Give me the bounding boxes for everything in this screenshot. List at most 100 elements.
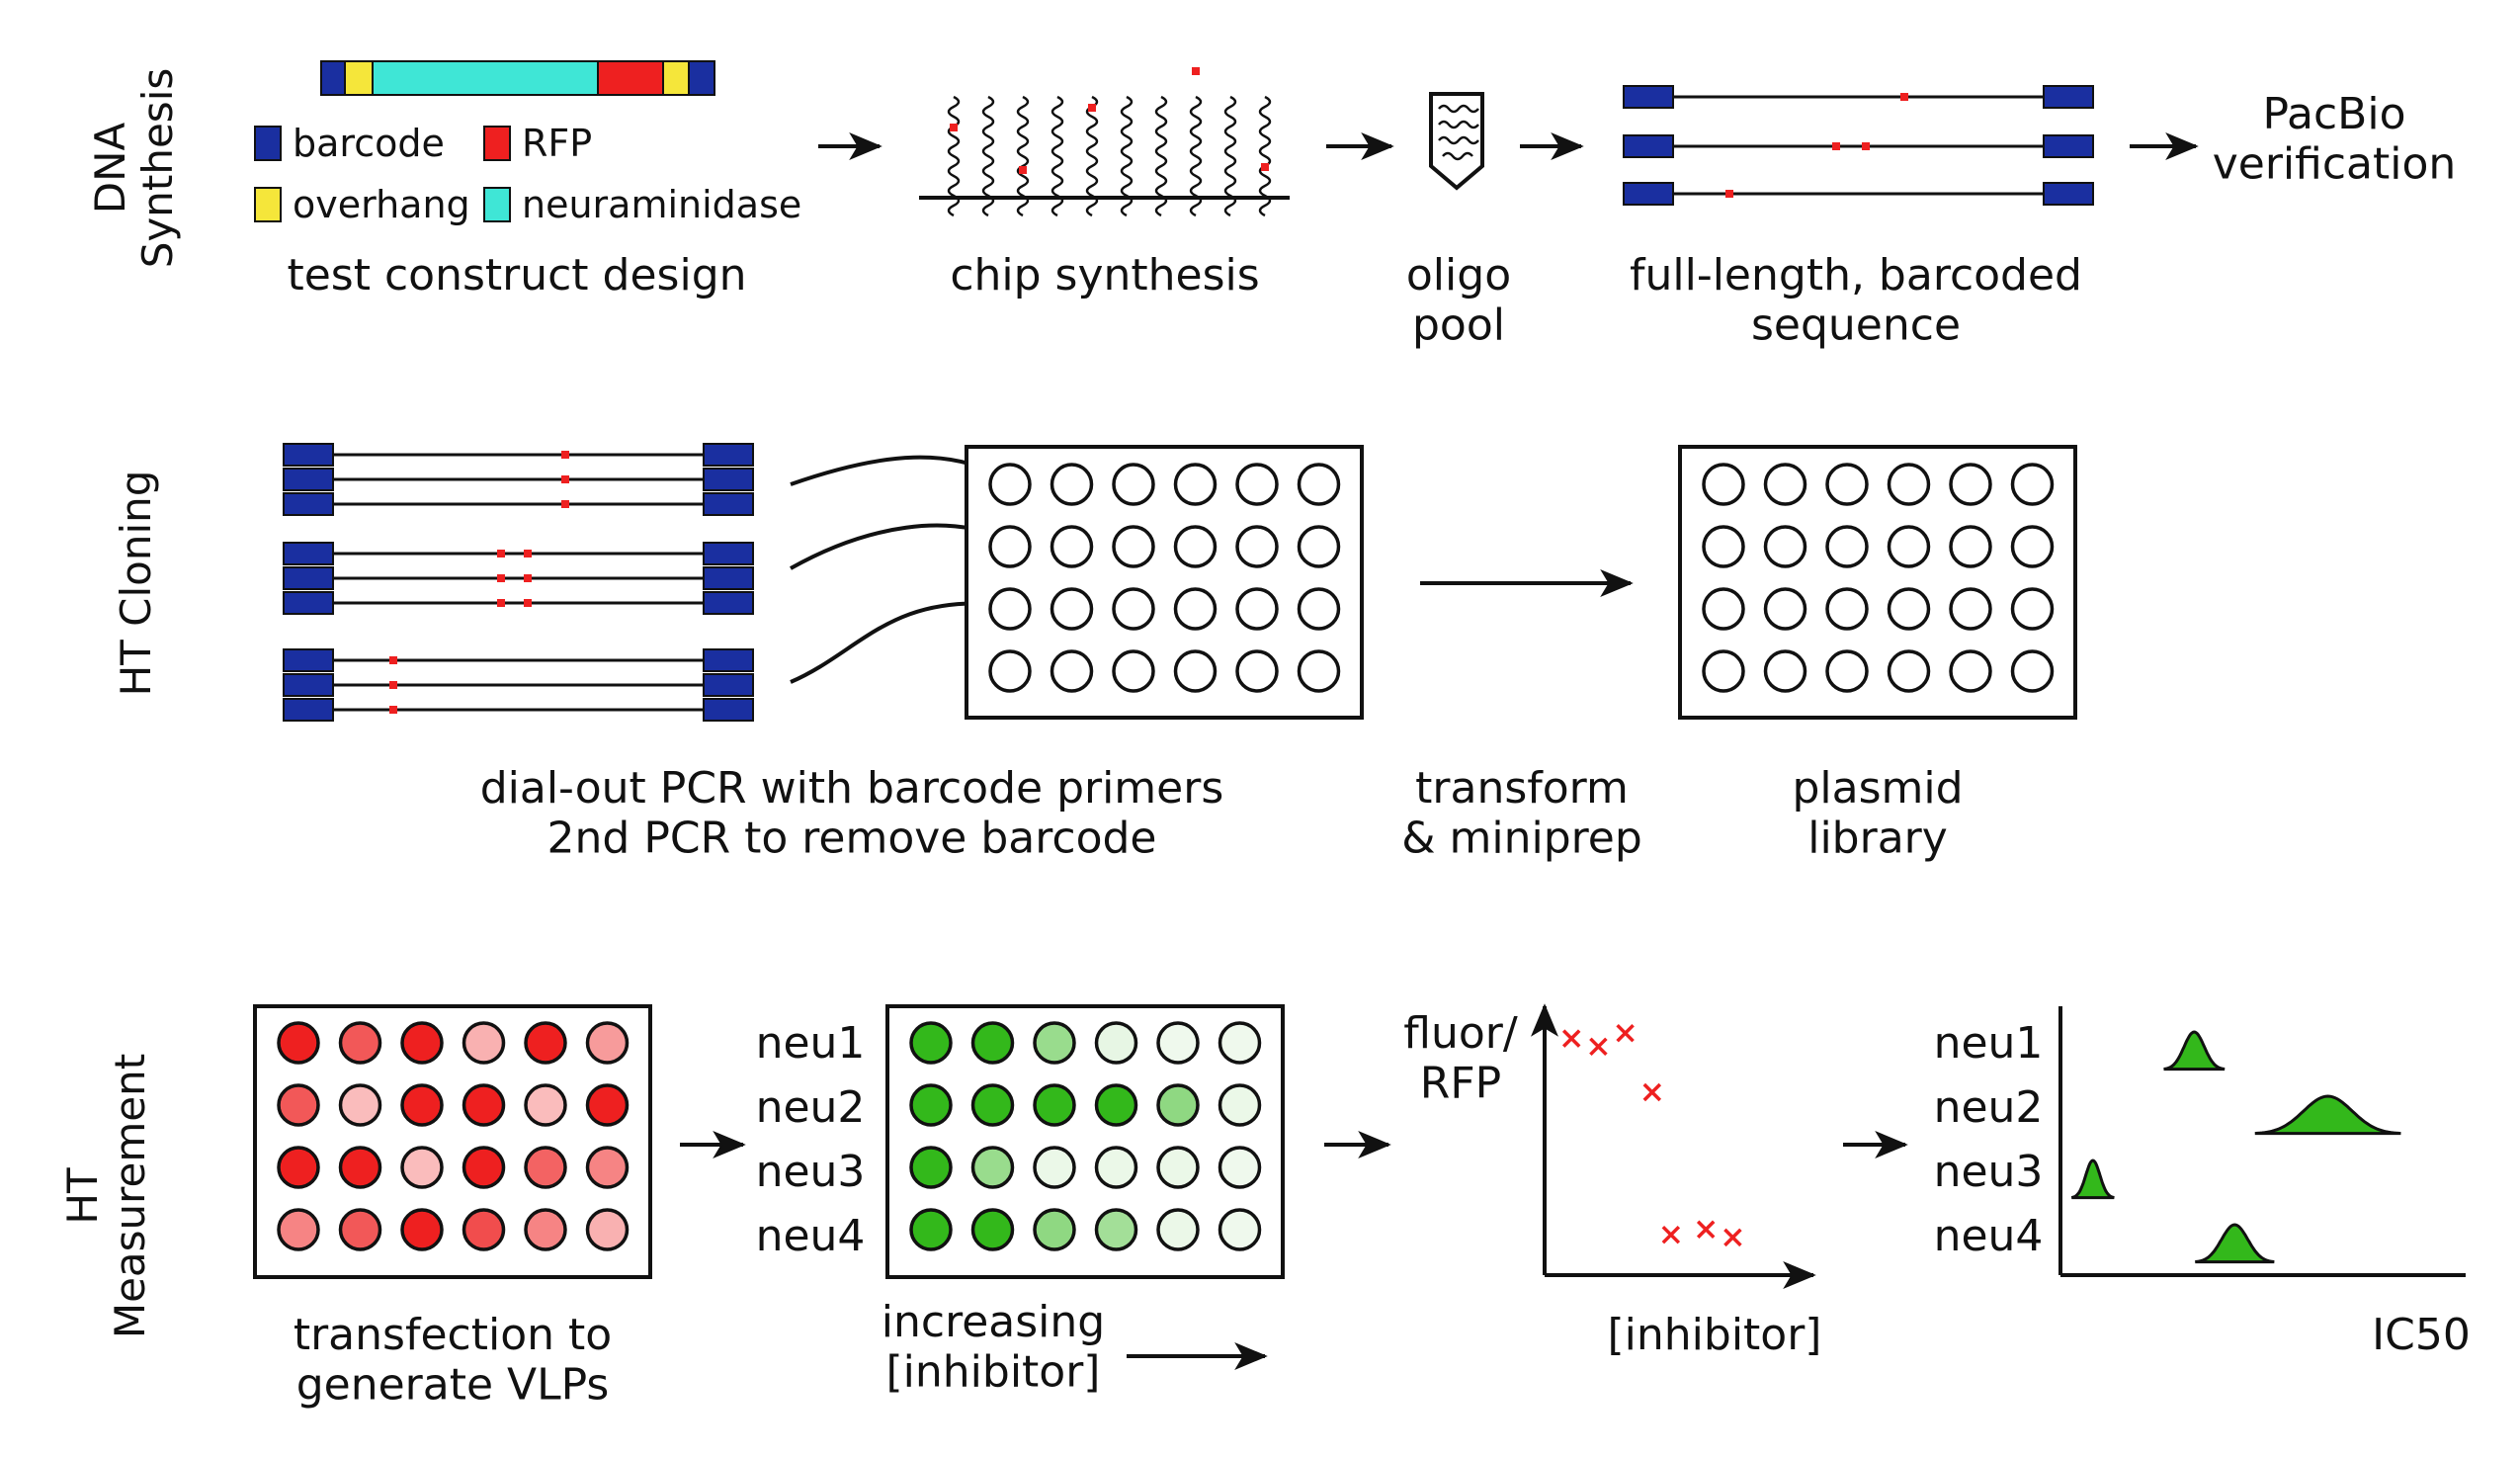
ic50-distribution [2254, 1094, 2401, 1136]
mutation-mark [561, 451, 569, 459]
plate-well [338, 1083, 382, 1127]
tube-wave-3 [1438, 135, 1479, 145]
caption-test-construct-design: test construct design [287, 250, 746, 300]
plate-well [1297, 587, 1341, 631]
plate-well [524, 1083, 567, 1127]
plate-well [585, 1021, 630, 1065]
plate-well [1235, 463, 1279, 506]
neu-label-left: neu1 [756, 1018, 866, 1069]
oligo-strand [1085, 95, 1099, 217]
plate-well [277, 1021, 320, 1065]
plate-well [338, 1146, 382, 1189]
plate-well [1033, 1083, 1076, 1127]
oligo-strand [1120, 95, 1134, 217]
oligo-strand [1189, 95, 1203, 217]
plate-well [277, 1083, 320, 1127]
plate-well [1173, 587, 1218, 631]
plate-well [462, 1146, 506, 1189]
plate-well [1763, 463, 1807, 506]
neu-label-left: neu2 [756, 1082, 866, 1133]
plate-well [1887, 463, 1931, 506]
plate-well [1949, 525, 1992, 568]
section-label-dna-synthesis: DNASynthesis [86, 68, 182, 269]
plate-well [970, 1083, 1015, 1127]
barcode-block-left [1623, 134, 1674, 158]
plate-well [1297, 463, 1341, 506]
plate-well [2010, 525, 2055, 568]
plate-well [988, 525, 1032, 568]
plate-well [1297, 649, 1341, 693]
oligo-strand [1016, 95, 1030, 217]
construct-overhang-left [344, 60, 374, 96]
scatter-point [1696, 1220, 1716, 1239]
barcoded-construct-groups [283, 443, 754, 722]
oligo-strand [1223, 95, 1237, 217]
mutation-mark [497, 574, 505, 582]
legend-swatch-barcode [254, 126, 282, 161]
plate-well [1050, 587, 1094, 631]
oligo-strand [1050, 95, 1064, 217]
legend-label-barcode: barcode [293, 122, 445, 165]
mutation-mark [1725, 190, 1733, 198]
barcode-block-right [703, 542, 754, 565]
plate-well [1235, 649, 1279, 693]
plate-well [1033, 1021, 1076, 1065]
plate-well [1235, 587, 1279, 631]
plate-well [585, 1146, 630, 1189]
tube-wave-1 [1438, 104, 1479, 114]
plate-well [338, 1021, 382, 1065]
barcode-block-right [703, 648, 754, 672]
barcode-block-left [283, 443, 334, 467]
plate-well [1887, 587, 1931, 631]
legend-swatch-neuraminidase [483, 187, 511, 222]
plate-well [909, 1083, 953, 1127]
mutation-mark [1261, 163, 1269, 171]
plate-well [970, 1021, 1015, 1065]
plate-well [1112, 525, 1155, 568]
plate-well [1887, 649, 1931, 693]
plate-well [1156, 1083, 1200, 1127]
full-length-sequences [1623, 85, 2094, 206]
legend-label-overhang: overhang [293, 183, 470, 226]
barcode-block-left [1623, 85, 1674, 109]
plate-well [2010, 587, 2055, 631]
legend-swatch-rfp [483, 126, 511, 161]
barcode-block-left [283, 492, 334, 516]
plate-well [1112, 587, 1155, 631]
plate-well [524, 1208, 567, 1251]
plate-well [524, 1146, 567, 1189]
barcode-block-right [703, 673, 754, 697]
barcode-block-left [1623, 182, 1674, 206]
plate-well [462, 1208, 506, 1251]
plate-well [524, 1021, 567, 1065]
ic50-distribution [2070, 1158, 2115, 1200]
plate-well [1094, 1146, 1138, 1189]
plate-well [400, 1021, 444, 1065]
construct-neuraminidase [372, 60, 599, 96]
barcode-block-left [283, 673, 334, 697]
ic50-ridge-chart [2058, 1006, 2466, 1277]
neu-label-right: neu2 [1934, 1082, 2044, 1133]
mutation-mark [1088, 104, 1096, 112]
mutation-mark [389, 681, 397, 689]
plate-well [2010, 463, 2055, 506]
mutation-mark [1192, 67, 1200, 75]
plate-well [1173, 649, 1218, 693]
plate-well [1949, 587, 1992, 631]
plate-well [1112, 649, 1155, 693]
oligo-pool-tube [1429, 92, 1484, 191]
mutation-mark [524, 550, 532, 557]
plate-well [1949, 649, 1992, 693]
scatter-point [1723, 1228, 1742, 1247]
mutation-mark [497, 550, 505, 557]
barcode-block-left [283, 698, 334, 722]
plate-transfection-rfp [253, 1004, 652, 1279]
neu-label-left: neu3 [756, 1147, 866, 1197]
scatter-point [1642, 1082, 1662, 1102]
section-label-ht-measurement: HTMeasurement [58, 1054, 154, 1338]
plate-well [1763, 587, 1807, 631]
mutation-mark [1832, 142, 1840, 150]
